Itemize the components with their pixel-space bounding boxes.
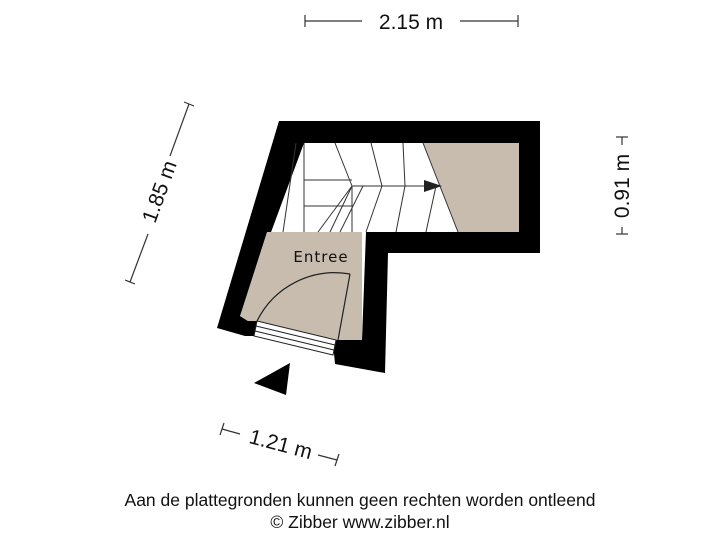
dimension-right-label: 0.91 m (611, 154, 634, 218)
stair-direction-arrow (424, 180, 442, 192)
footer-disclaimer: Aan de plattegronden kunnen geen rechten… (124, 490, 596, 510)
landing-floor (423, 143, 519, 232)
room-label-entrance: Entree (293, 248, 348, 266)
dimension-left-label: 1.85 m (138, 158, 182, 226)
staircase (282, 142, 459, 233)
footer-copyright: © Zibber www.zibber.nl (270, 512, 450, 532)
entrance-door (256, 272, 351, 341)
dimension-top (304, 15, 519, 27)
dimension-bottom-label: 1.21 m (247, 425, 315, 464)
dimension-top-label: 2.15 m (379, 11, 443, 34)
entrance-marker-icon (254, 363, 290, 395)
dimension-right (616, 136, 628, 235)
dimension-left (124, 101, 195, 285)
door-threshold (253, 320, 337, 356)
dimension-bottom (219, 422, 340, 467)
entrance-floor (240, 232, 362, 340)
